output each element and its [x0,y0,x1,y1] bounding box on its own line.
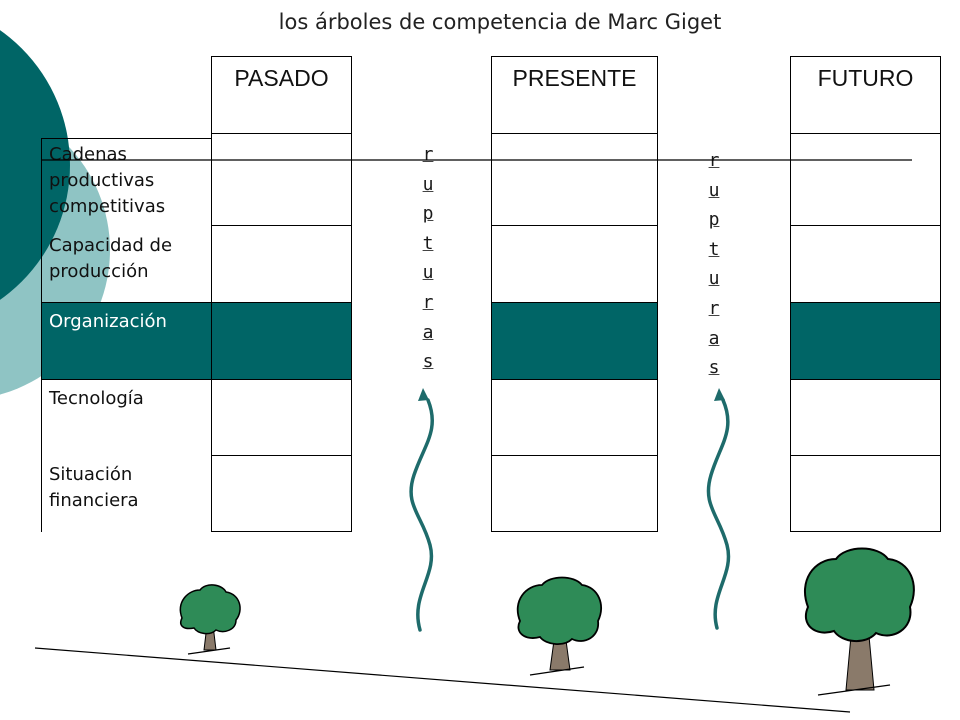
tree-icon [516,576,603,676]
cell-futuro-situacion [790,455,941,532]
cell-pasado-situacion [211,455,352,532]
rupturas-letter: u [422,262,434,284]
row-label-cadenas: Cadenas productivas competitivas [41,138,211,226]
rupturas-letter: p [422,203,434,225]
row-label-tecnologia: Tecnología [41,380,211,456]
column-header-pasado: PASADO [211,56,352,134]
cell-presente-tecnologia [491,379,658,456]
rupturas-letter: t [422,232,434,254]
tree-icon [803,547,915,696]
cell-presente-organizacion [491,302,658,380]
ground-line [34,647,851,713]
rupturas-letter: s [422,351,434,373]
rupturas-letter: u [708,179,720,201]
dark-circle [0,30,70,300]
rupturas-letter: a [708,327,720,349]
rupturas-letter: p [708,209,720,231]
cell-futuro-organizacion [790,302,941,380]
cell-pasado-cadenas [211,133,352,226]
cell-presente-cadenas [491,133,658,226]
wavy-arrow-icon [409,388,434,632]
rupturas-letter: r [422,144,434,165]
cell-pasado-capacidad [211,225,352,303]
rupturas-letter: t [708,238,720,260]
cell-futuro-capacidad [790,225,941,303]
cell-futuro-cadenas [790,133,941,226]
tree-icon [179,584,241,655]
row-label-situacion: Situación financiera [41,456,211,532]
page-title: los árboles de competencia de Marc Giget [278,10,722,34]
row-label-capacidad: Capacidad de producción [41,226,211,302]
cell-pasado-tecnologia [211,379,352,456]
rupturas-letter: r [422,291,434,313]
rupturas-letter: u [422,173,434,195]
cell-presente-situacion [491,455,658,532]
cell-pasado-organizacion [211,302,352,380]
rupturas-letter: r [708,297,720,319]
column-header-presente: PRESENTE [491,56,658,134]
column-header-futuro: FUTURO [790,56,941,134]
rupturas-letter: u [708,268,720,290]
cell-presente-capacidad [491,225,658,303]
cell-futuro-tecnologia [790,379,941,456]
rupturas-letter: a [422,321,434,343]
rupturas-letter: s [708,357,720,379]
wavy-arrow-icon [706,388,731,630]
row-label-organizacion: Organización [41,302,211,380]
